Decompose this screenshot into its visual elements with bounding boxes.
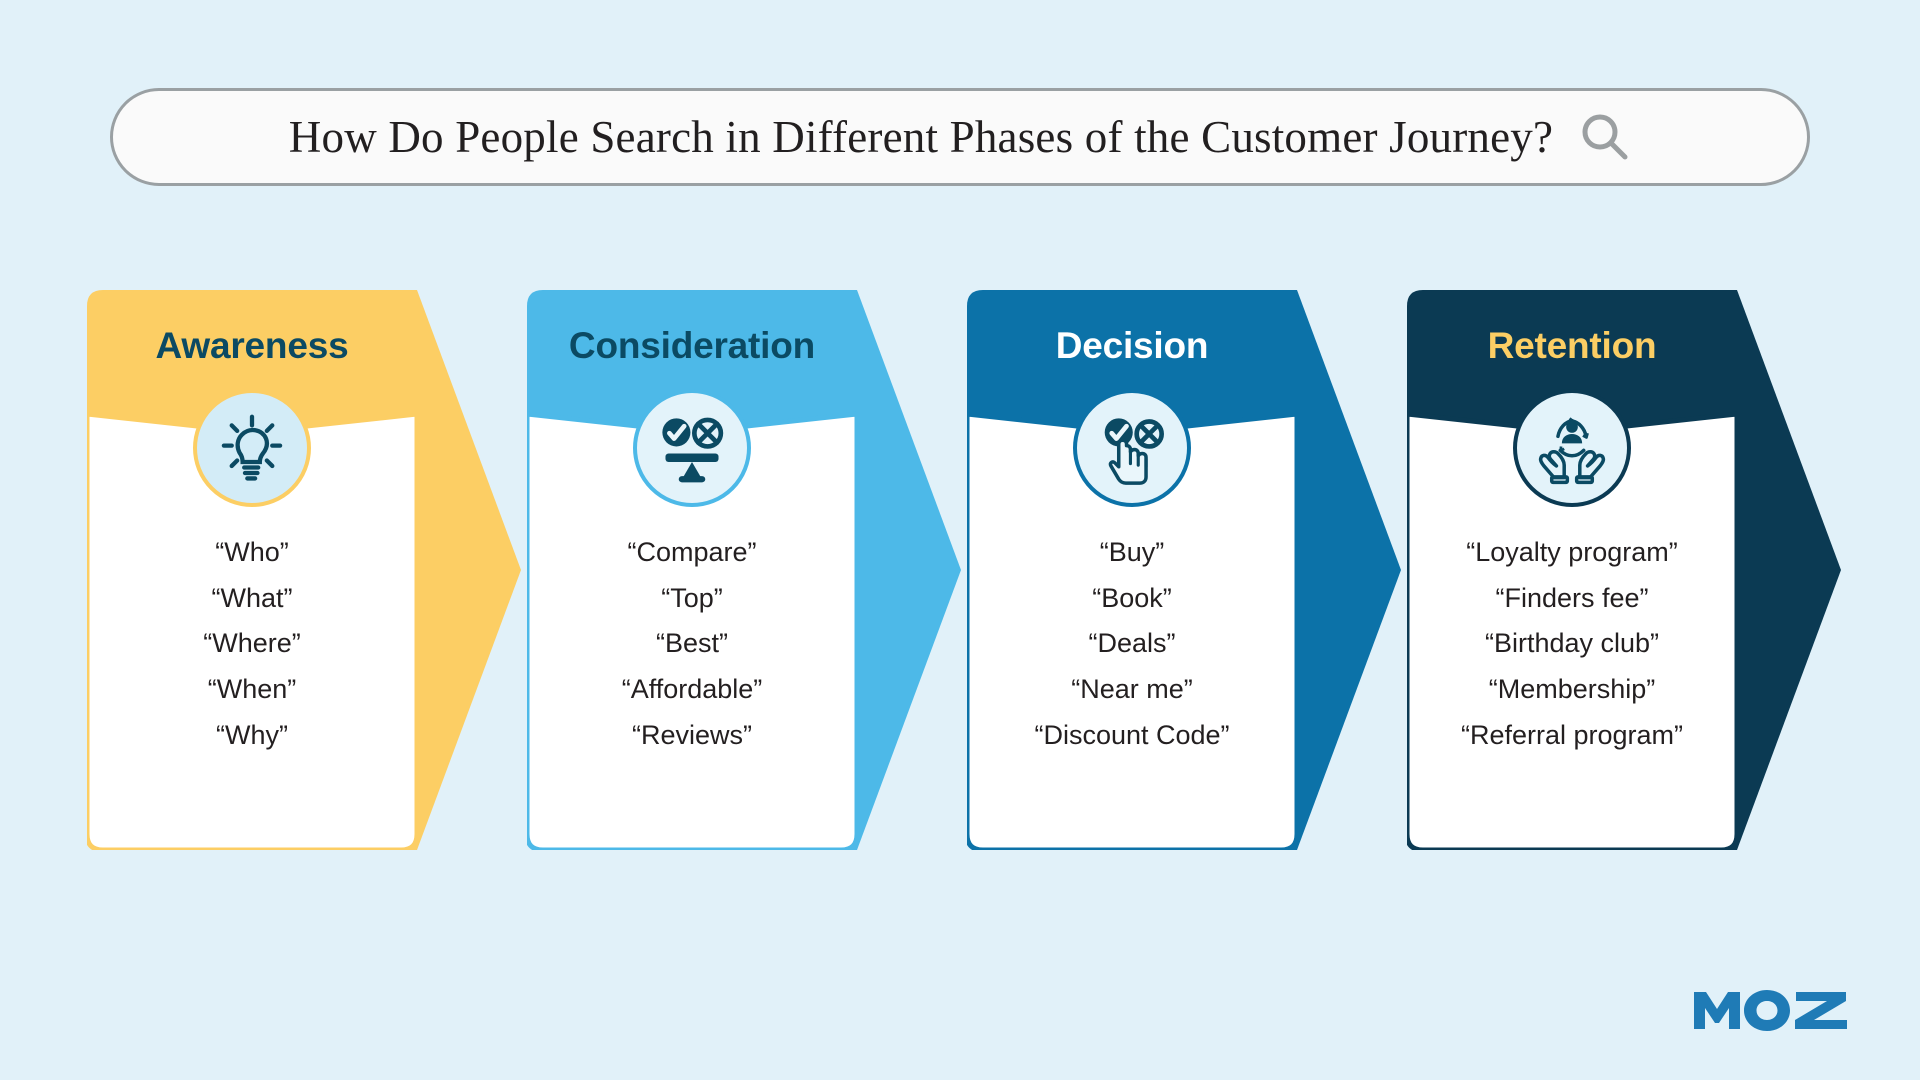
search-term: “Finders fee” (1495, 582, 1649, 613)
stage-card-retention[interactable]: Retention (1407, 290, 1841, 850)
balance-scale-icon (633, 389, 751, 507)
page-title: How Do People Search in Different Phases… (288, 112, 1554, 162)
search-term: “Top” (661, 582, 723, 613)
search-term: “Compare” (627, 537, 757, 567)
pointing-hand-choice-icon (1073, 389, 1191, 507)
search-term: “Who” (215, 537, 289, 567)
stage-content-card: “Who” “What” “Where” “When” “Why” (87, 350, 417, 850)
search-term: “Membership” (1488, 673, 1656, 704)
lightbulb-icon (193, 389, 311, 507)
search-term: “Where” (203, 628, 301, 659)
search-term: “Why” (216, 719, 288, 750)
search-term: “Best” (655, 628, 728, 659)
search-term: “Near me” (1071, 673, 1193, 704)
moz-logo (1692, 980, 1862, 1032)
search-term: “Buy” (1099, 537, 1165, 567)
search-icon[interactable] (1579, 111, 1631, 163)
stage-search-terms: “Buy” “Book” “Deals” “Near me” “Discount Cod… (967, 535, 1297, 753)
search-term: “Discount Code” (1034, 719, 1230, 750)
stage-content-card: “Compare” “Top” “Best” “Affordable” “Reviews… (527, 350, 857, 850)
customer-journey-stages: Awareness (0, 290, 1920, 860)
search-term: “Deals” (1088, 628, 1176, 659)
search-term: “Book” (1092, 582, 1172, 613)
search-term: “What” (211, 582, 293, 613)
search-term: “Affordable” (621, 673, 763, 704)
search-term: “Birthday club” (1484, 628, 1660, 659)
search-term: “Loyalty program” (1466, 537, 1678, 567)
search-term: “Referral program” (1460, 719, 1684, 750)
stage-search-terms: “Loyalty program” “Finders fee” “Birthday … (1407, 535, 1737, 753)
search-bar[interactable]: How Do People Search in Different Phases… (110, 88, 1810, 186)
search-term: “Reviews” (631, 719, 752, 750)
search-term: “When” (207, 673, 297, 704)
stage-card-consideration[interactable]: Consideration “Compare” (527, 290, 961, 850)
stage-search-terms: “Compare” “Top” “Best” “Affordable” “Reviews… (527, 535, 857, 753)
stage-content-card: “Buy” “Book” “Deals” “Near me” “Discount Cod… (967, 350, 1297, 850)
stage-card-awareness[interactable]: Awareness (87, 290, 521, 850)
stage-card-decision[interactable]: Decision “Buy”“Book”“Deals”“Near m (967, 290, 1401, 850)
hands-holding-customer-icon (1513, 389, 1631, 507)
stage-content-card: “Loyalty program” “Finders fee” “Birthday … (1407, 350, 1737, 850)
stage-search-terms: “Who” “What” “Where” “When” “Why” (87, 535, 417, 753)
